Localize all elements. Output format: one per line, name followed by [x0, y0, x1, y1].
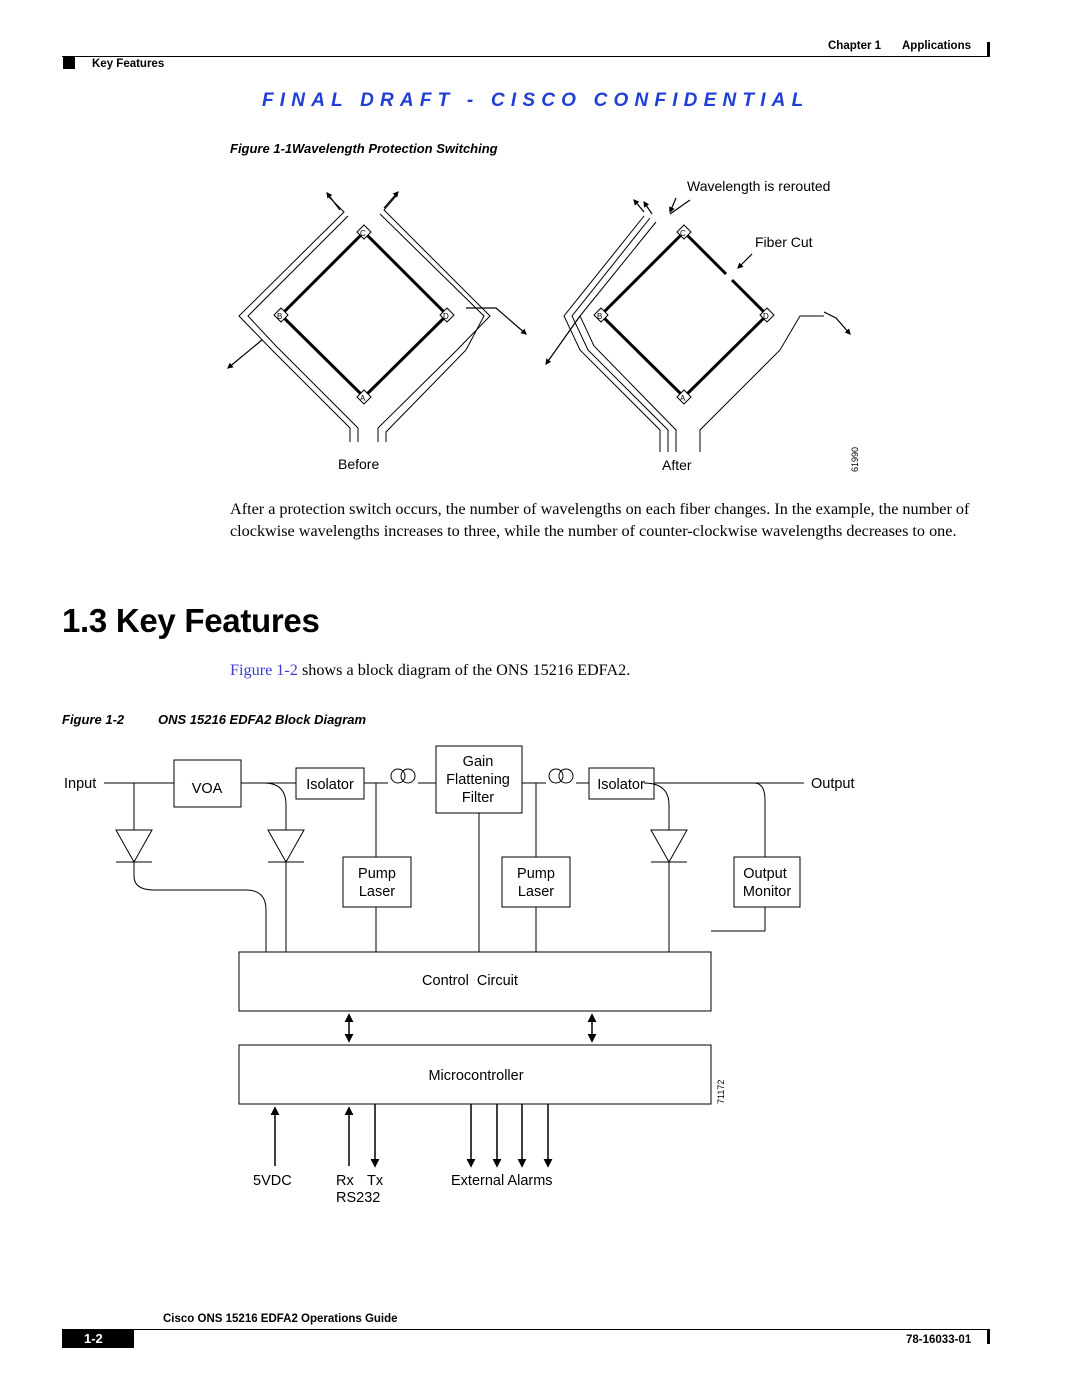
- output-monitor-label-1: Output: [743, 866, 787, 882]
- footer-page-tab: [62, 1329, 134, 1348]
- before-node-a: A: [360, 394, 366, 403]
- output-monitor-label-2: Monitor: [743, 884, 792, 900]
- figure-1-number: Figure 1-1: [230, 141, 293, 156]
- tx-label: Tx: [367, 1173, 384, 1189]
- footer-guide-title: Cisco ONS 15216 EDFA2 Operations Guide: [163, 1313, 398, 1325]
- filter-label: Filter: [462, 790, 494, 806]
- after-label: After: [662, 457, 692, 473]
- before-label: Before: [338, 456, 379, 472]
- flattening-label: Flattening: [446, 772, 510, 788]
- gain-label: Gain: [463, 754, 494, 770]
- control-circuit-label: Control Circuit: [422, 973, 518, 989]
- control-circuit-box: [238, 951, 712, 1012]
- microcontroller-label: Microcontroller: [428, 1068, 523, 1084]
- header-rule: [62, 56, 990, 57]
- pump-2-label: Pump: [517, 866, 555, 882]
- figure-2-art-id: 71172: [716, 1080, 726, 1104]
- isolator-1-box: [295, 767, 365, 800]
- before-ring: [227, 191, 527, 442]
- footer-rule: [134, 1329, 990, 1330]
- figure-1-caption: Figure 1-1Wavelength Protection Switchin…: [230, 141, 498, 156]
- input-label: Input: [64, 776, 96, 792]
- figure-2-title: ONS 15216 EDFA2 Block Diagram: [158, 712, 367, 727]
- header-chapter-number: Chapter 1: [828, 40, 882, 52]
- header-section: Key Features: [92, 58, 165, 70]
- vdc-label: 5VDC: [253, 1173, 292, 1189]
- fiber-cut-label: Fiber Cut: [755, 234, 813, 250]
- header-square-marker: [63, 57, 75, 69]
- figure-1-title: Wavelength Protection Switching: [292, 141, 498, 156]
- section-heading: 1.3 Key Features: [62, 602, 320, 639]
- block-diagram-intro-text: shows a block diagram of the ONS 15216 E…: [297, 661, 631, 679]
- figure-1-diagram: C B D A Before C B D A After Wavelength …: [227, 178, 860, 473]
- microcontroller-box: [238, 1044, 712, 1105]
- figure-2-diagram: Input Output VOA Isolator Isolator Gain …: [64, 745, 855, 1206]
- figure-2-caption: Figure 1-2 ONS 15216 EDFA2 Block Diagram: [62, 712, 366, 727]
- pump-1-label: Pump: [358, 866, 396, 882]
- protection-switch-paragraph: After a protection switch occurs, the nu…: [230, 500, 970, 540]
- after-node-c: C: [680, 229, 686, 238]
- after-nodes: [593, 224, 775, 405]
- rerouted-label: Wavelength is rerouted: [687, 178, 830, 194]
- laser-1-label: Laser: [359, 884, 395, 900]
- after-node-b: B: [597, 312, 602, 321]
- before-node-b: B: [277, 312, 282, 321]
- voa-box: [173, 759, 242, 808]
- output-monitor-box: [733, 856, 801, 908]
- after-node-a: A: [680, 394, 686, 403]
- confidential-banner: FINAL DRAFT - CISCO CONFIDENTIAL: [262, 90, 810, 111]
- header-chapter-title: Applications: [902, 40, 972, 52]
- external-alarms-label: External Alarms: [451, 1173, 553, 1189]
- footer-page-number: 1-2: [84, 1331, 103, 1346]
- footer-rule-right: [987, 1330, 990, 1344]
- laser-2-label: Laser: [518, 884, 554, 900]
- rx-label: Rx: [336, 1173, 354, 1189]
- after-node-d: D: [763, 312, 769, 321]
- voa-label: VOA: [192, 781, 223, 797]
- isolator-2-box: [588, 767, 655, 800]
- pump-laser-1-box: [342, 856, 412, 908]
- header-rule-right: [987, 42, 990, 56]
- header-chapter: Chapter 1: [828, 40, 881, 52]
- before-nodes: [273, 224, 455, 405]
- before-node-c: C: [360, 229, 366, 238]
- rs232-label: RS232: [336, 1190, 380, 1206]
- output-label: Output: [811, 776, 855, 792]
- isolator-1-label: Isolator: [306, 777, 354, 793]
- figure-2-number: Figure 1-2: [62, 712, 125, 727]
- figure-1-art-id: 61990: [850, 447, 860, 472]
- block-diagram-intro: Figure 1-2 shows a block diagram of the …: [230, 660, 630, 682]
- isolator-2-label: Isolator: [597, 777, 645, 793]
- figure-1-2-link[interactable]: Figure 1-2: [230, 661, 298, 679]
- before-node-d: D: [443, 312, 449, 321]
- footer-doc-number: 78-16033-01: [906, 1334, 972, 1346]
